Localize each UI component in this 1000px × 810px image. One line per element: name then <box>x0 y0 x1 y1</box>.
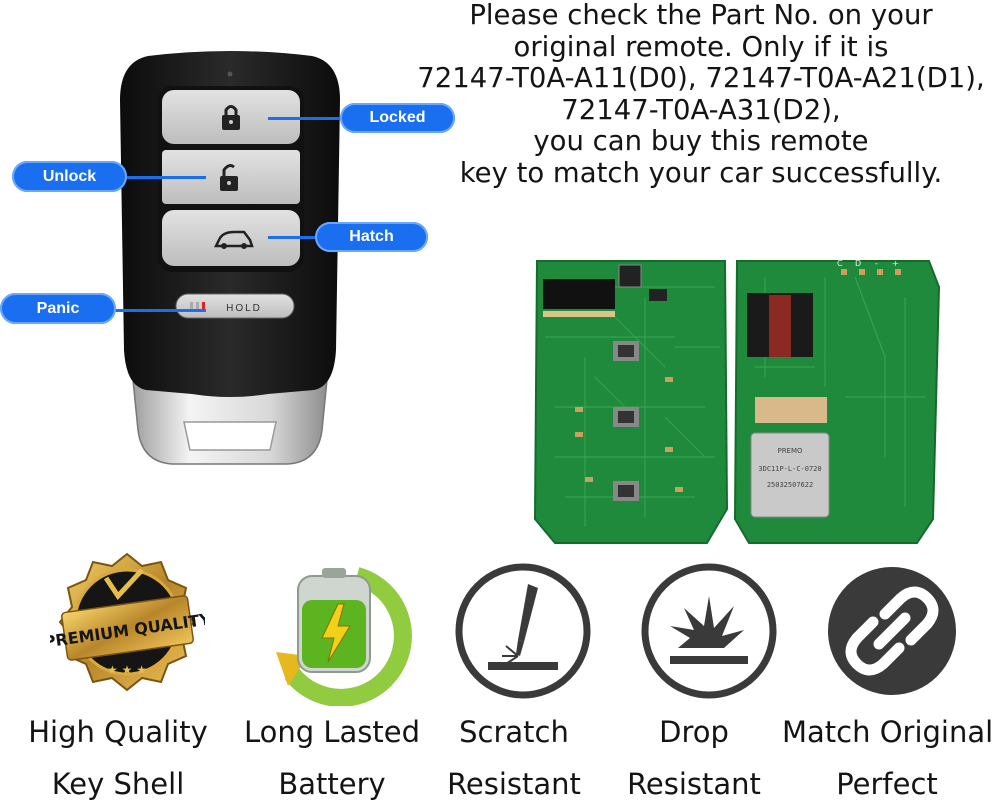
part-number-notice: Please check the Part No. on your origin… <box>395 0 1000 189</box>
premium-quality-badge-icon: PREMIUM QUALITY ★ ★ ★ <box>50 552 205 692</box>
hold-label: HOLD <box>226 303 262 314</box>
feature-line: Drop <box>659 715 729 749</box>
feature-label-match: Match Original Perfect <box>782 706 994 810</box>
lock-icon <box>222 105 240 130</box>
feature-line: Long Lasted <box>243 715 421 749</box>
unlock-icon <box>220 164 238 191</box>
notice-line: 72147-T0A-A31(D2), <box>561 93 841 126</box>
feature-line: Resistant <box>627 767 761 801</box>
pad-label-d: D <box>855 259 861 268</box>
chip-label: 3DC11P-L-C-0720 <box>758 465 821 473</box>
feature-label-battery: Long Lasted Battery <box>232 706 432 810</box>
hatch-button <box>162 210 300 266</box>
svg-text:★ ★ ★: ★ ★ ★ <box>107 663 147 677</box>
pad-label-c: C <box>837 259 843 268</box>
feature-label-drop: Drop Resistant <box>594 706 794 810</box>
circuit-board-image: C D - + PREMO 3DC11P-L-C-0720 2503250762… <box>533 259 941 544</box>
notice-line: Please check the Part No. on your <box>469 0 933 31</box>
feature-line: Battery <box>278 767 386 801</box>
feature-line: Resistant <box>447 767 581 801</box>
feature-label-high-quality: High Quality Key Shell <box>18 706 218 810</box>
panic-leader-line <box>114 309 206 312</box>
feature-line: Key Shell <box>51 767 185 801</box>
locked-callout: Locked <box>340 103 455 133</box>
key-fob-image: HOLD <box>120 51 340 465</box>
feature-label-scratch: Scratch Resistant <box>414 706 614 810</box>
feature-line: Scratch <box>459 715 569 749</box>
feature-line: High Quality <box>28 715 208 749</box>
hatch-icon <box>213 230 254 249</box>
feature-line: Match Original <box>782 715 994 749</box>
pad-label-minus: - <box>875 259 878 268</box>
battery-icon <box>276 567 412 706</box>
chip-label: 25032507622 <box>767 481 813 489</box>
panic-callout: Panic <box>0 293 116 324</box>
notice-line: you can buy this remote <box>533 125 869 157</box>
chain-link-icon <box>828 567 956 695</box>
pad-label-plus: + <box>892 259 899 268</box>
panic-button <box>175 293 295 319</box>
hatch-callout: Hatch <box>315 222 428 252</box>
stars-icon: ★ ★ ★ <box>107 663 147 677</box>
unlock-leader-line <box>124 176 206 179</box>
notice-line: 72147-T0A-A11(D0), 72147-T0A-A21(D1), <box>417 62 985 94</box>
feature-line: Perfect <box>836 767 938 801</box>
notice-line: key to match your car successfully. <box>459 156 943 189</box>
locked-leader-line <box>268 117 348 120</box>
chip-label: PREMO <box>777 447 803 455</box>
unlock-callout: Unlock <box>12 161 127 192</box>
hatch-leader-line <box>268 236 318 239</box>
drop-icon <box>641 563 777 699</box>
notice-line: original remote. Only if it is <box>513 30 889 63</box>
scratch-icon <box>455 563 591 699</box>
